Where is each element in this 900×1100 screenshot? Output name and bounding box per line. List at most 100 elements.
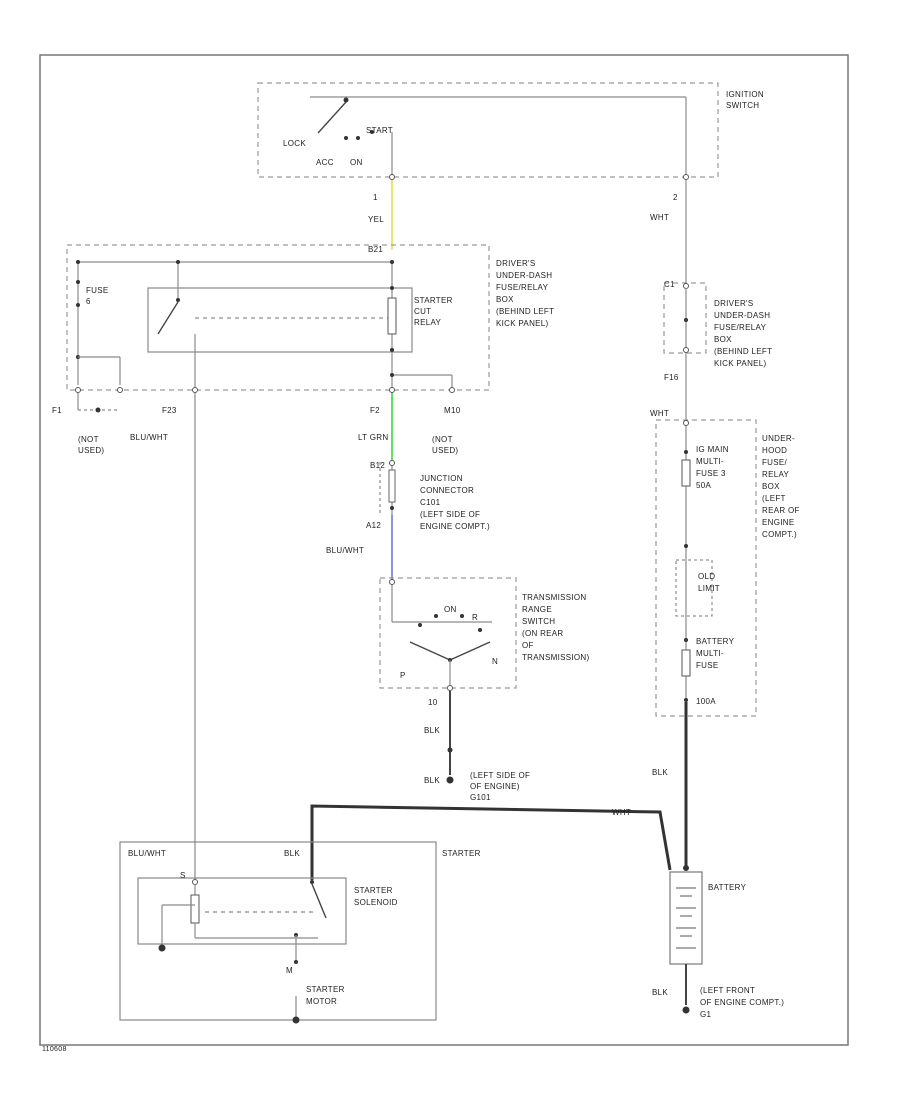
junction-connector-label: JUNCTION [420,474,463,483]
diagram-frame [39,54,849,1046]
svg-text:YEL: YEL [368,215,384,224]
svg-text:A12: A12 [366,521,381,530]
ignition-start-label: START [366,126,393,135]
svg-text:100A: 100A [696,697,716,706]
svg-text:G1: G1 [700,1010,712,1019]
svg-text:BOX: BOX [714,335,732,344]
svg-text:2: 2 [673,193,678,202]
svg-text:SOLENOID: SOLENOID [354,898,398,907]
svg-text:N: N [492,657,498,666]
svg-text:BOX: BOX [762,482,780,491]
battery-label: BATTERY [708,883,747,892]
svg-text:RELAY: RELAY [414,318,442,327]
svg-text:RANGE: RANGE [522,605,552,614]
svg-text:OLD: OLD [698,572,715,581]
svg-text:BLK: BLK [424,726,440,735]
drivers-fuse-box-label: DRIVER'S [496,259,536,268]
svg-text:UNDER-DASH: UNDER-DASH [714,311,770,320]
svg-text:C1: C1 [664,280,675,289]
svg-text:BLU/WHT: BLU/WHT [326,546,364,555]
junction-connector: B12 A12 JUNCTION CONNECTOR C101 (LEFT SI… [366,460,490,531]
ignition-lock-label: LOCK [283,139,306,148]
drivers-fuse-relay-box-right: C1 F16 DRIVER'S UNDER-DASH FUSE/RELAY BO… [663,280,772,382]
svg-text:IG MAIN: IG MAIN [696,445,729,454]
svg-text:BLK: BLK [424,776,440,785]
svg-text:R: R [472,613,478,622]
svg-text:HOOD: HOOD [762,446,787,455]
svg-text:F1: F1 [52,406,62,415]
svg-text:C101: C101 [420,498,441,507]
svg-text:(ON REAR: (ON REAR [522,629,564,638]
svg-text:B12: B12 [370,461,385,470]
starter-cut-relay [147,287,413,353]
svg-text:TRANSMISSION): TRANSMISSION) [522,653,589,662]
starter-label: STARTER [442,849,481,858]
svg-text:CONNECTOR: CONNECTOR [420,486,474,495]
svg-text:1: 1 [373,193,378,202]
ignition-on-label: ON [350,158,363,167]
svg-text:G101: G101 [470,793,491,802]
svg-text:(LEFT SIDE OF: (LEFT SIDE OF [420,510,480,519]
svg-text:F2: F2 [370,406,380,415]
starter-solenoid-label: STARTER [354,886,393,895]
svg-text:MULTI-: MULTI- [696,649,724,658]
svg-text:USED): USED) [432,446,458,455]
svg-text:LIMIT: LIMIT [698,584,720,593]
svg-text:(BEHIND LEFT: (BEHIND LEFT [714,347,772,356]
svg-text:KICK PANEL): KICK PANEL) [496,319,549,328]
svg-text:WHT: WHT [612,808,631,817]
starter-motor-label: STARTER [306,985,345,994]
svg-text:ON: ON [444,605,457,614]
under-hood-fuse-relay-box: IG MAIN MULTI- FUSE 3 50A OLD LIMIT BATT… [655,419,800,717]
svg-text:MULTI-: MULTI- [696,457,724,466]
battery: BATTERY [669,871,747,965]
svg-text:BLU/WHT: BLU/WHT [128,849,166,858]
starter: BLU/WHT BLK STARTER S STARTER SOLENOID M… [119,841,481,1024]
svg-text:(NOT: (NOT [432,435,453,444]
starter-solenoid [137,877,347,945]
svg-text:REAR OF: REAR OF [762,506,800,515]
svg-text:BLK: BLK [284,849,300,858]
ground-g1-label: (LEFT FRONT [700,986,755,995]
ground-g101-label: (LEFT SIDE OF [470,771,530,780]
ignition-acc-label: ACC [316,158,334,167]
svg-text:WHT: WHT [650,409,669,418]
svg-text:RELAY: RELAY [762,470,790,479]
svg-text:6: 6 [86,297,91,306]
svg-text:FUSE/RELAY: FUSE/RELAY [496,283,549,292]
svg-text:FUSE/: FUSE/ [762,458,788,467]
drivers-fuse-box-right-label: DRIVER'S [714,299,754,308]
drivers-fuse-relay-box: FUSE 6 STARTER CUT RELAY DRIVER'S UNDER-… [66,244,554,393]
svg-text:BLU/WHT: BLU/WHT [130,433,168,442]
svg-text:BLK: BLK [652,988,668,997]
svg-text:CUT: CUT [414,307,431,316]
ignition-switch: IGNITION SWITCH LOCK ACC ON START 1 2 [257,82,764,202]
svg-text:10: 10 [428,698,438,707]
svg-text:FUSE 3: FUSE 3 [696,469,726,478]
transmission-range-switch-label: TRANSMISSION [522,593,587,602]
svg-text:M10: M10 [444,406,461,415]
svg-text:BLK: BLK [652,768,668,777]
svg-text:MOTOR: MOTOR [306,997,337,1006]
svg-text:UNDER-DASH: UNDER-DASH [496,271,552,280]
ignition-switch-label: IGNITION [726,90,764,99]
wire-starter-cable [310,804,672,880]
svg-text:(LEFT: (LEFT [762,494,786,503]
svg-text:FUSE/RELAY: FUSE/RELAY [714,323,767,332]
transmission-range-switch: P ON R N 10 TRANSMISSION RANGE SWITCH (O… [379,577,589,707]
svg-text:SWITCH: SWITCH [522,617,555,626]
svg-text:WHT: WHT [650,213,669,222]
svg-text:COMPT.): COMPT.) [762,530,797,539]
svg-text:USED): USED) [78,446,104,455]
svg-text:BOX: BOX [496,295,514,304]
under-hood-box-label: UNDER- [762,434,795,443]
svg-text:OF: OF [522,641,534,650]
svg-text:S: S [180,871,186,880]
svg-text:OF ENGINE): OF ENGINE) [470,782,520,791]
svg-text:50A: 50A [696,481,711,490]
svg-text:B21: B21 [368,245,383,254]
svg-text:FUSE: FUSE [696,661,719,670]
svg-text:F16: F16 [664,373,679,382]
svg-text:M: M [286,966,293,975]
